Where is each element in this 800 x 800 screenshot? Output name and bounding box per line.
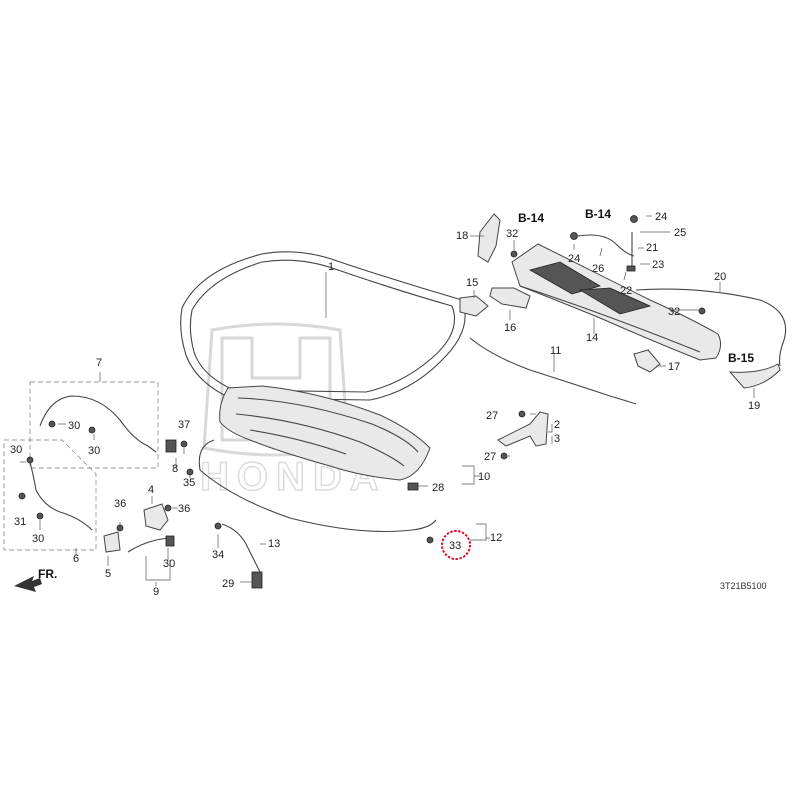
front-hood-seal xyxy=(198,439,437,533)
label-25: 25 xyxy=(674,227,686,239)
label-32a: 32 xyxy=(506,228,518,240)
switch-9 xyxy=(165,535,175,547)
label-3: 3 xyxy=(554,433,560,445)
label-26: 26 xyxy=(592,263,604,275)
label-16: 16 xyxy=(504,322,516,334)
group-7-frame xyxy=(29,381,159,469)
label-35: 35 xyxy=(183,477,195,489)
group-6-frame xyxy=(3,439,97,551)
label-19: 19 xyxy=(748,400,760,412)
label-13: 13 xyxy=(268,538,280,550)
clip-32a xyxy=(510,250,518,258)
label-29: 29 xyxy=(222,578,234,590)
bracket-8 xyxy=(165,439,177,453)
holder-29 xyxy=(251,571,263,589)
label-6: 6 xyxy=(73,553,79,565)
cowl-side-cover xyxy=(477,213,501,263)
joint-22 xyxy=(626,265,636,272)
label-7: 7 xyxy=(96,357,102,369)
part-labels: 1 2 3 4 5 6 7 8 9 10 11 12 13 14 15 16 1… xyxy=(10,211,760,598)
trim-16 xyxy=(489,287,531,309)
ref-b14-right: B-14 xyxy=(585,207,611,221)
label-24a: 24 xyxy=(568,253,580,265)
bolt-27a xyxy=(518,410,526,418)
label-30d: 30 xyxy=(32,533,44,545)
label-34: 34 xyxy=(212,549,224,561)
ref-b15: B-15 xyxy=(728,351,754,365)
hood-lock-4 xyxy=(143,503,169,531)
label-2: 2 xyxy=(554,419,560,431)
cover-17 xyxy=(633,349,661,373)
nozzle-24a xyxy=(570,232,578,240)
hood-panel xyxy=(180,251,466,401)
support-rod-13 xyxy=(221,523,261,573)
label-27a: 27 xyxy=(486,410,498,422)
label-17: 17 xyxy=(668,361,680,373)
label-24b: 24 xyxy=(655,211,667,223)
hood-insulator xyxy=(219,385,431,481)
clip-30c xyxy=(26,456,34,464)
label-14: 14 xyxy=(586,332,598,344)
clip-30a xyxy=(48,420,56,428)
label-30b: 30 xyxy=(88,445,100,457)
label-10: 10 xyxy=(478,471,490,483)
clip-28 xyxy=(407,482,419,491)
highlight-circle xyxy=(441,530,471,560)
direction-label: FR. xyxy=(38,567,57,581)
bolt-36a xyxy=(164,504,172,512)
label-8: 8 xyxy=(172,463,178,475)
nozzle-24b xyxy=(630,215,638,223)
clip-33 xyxy=(426,536,434,544)
label-31: 31 xyxy=(14,516,26,528)
label-30c: 30 xyxy=(10,444,22,456)
diagram-code: 3T21B5100 xyxy=(720,581,767,591)
hood-hinge xyxy=(497,411,549,447)
label-23: 23 xyxy=(652,259,664,271)
release-cable-7 xyxy=(39,395,157,453)
cowl-top xyxy=(511,243,722,361)
label-30a: 30 xyxy=(68,420,80,432)
label-9: 9 xyxy=(153,586,159,598)
label-18: 18 xyxy=(456,230,468,242)
ref-b14-left: B-14 xyxy=(518,211,544,225)
label-15: 15 xyxy=(466,277,478,289)
bolt-37 xyxy=(180,440,188,448)
label-5: 5 xyxy=(105,568,111,580)
striker-5 xyxy=(103,531,121,553)
clip-34 xyxy=(214,522,222,530)
label-30e: 30 xyxy=(163,558,175,570)
label-22: 22 xyxy=(620,285,632,297)
side-trim-19 xyxy=(728,363,781,389)
label-32b: 32 xyxy=(668,306,680,318)
washer-hose-26 xyxy=(577,234,635,257)
leader-lines xyxy=(20,215,755,586)
label-21: 21 xyxy=(646,242,658,254)
label-36b: 36 xyxy=(178,503,190,515)
release-cable-6 xyxy=(29,461,93,531)
label-12: 12 xyxy=(490,532,502,544)
washer-hose-20 xyxy=(635,288,787,367)
label-27b: 27 xyxy=(484,451,496,463)
label-11: 11 xyxy=(550,345,561,357)
clip-30b xyxy=(88,426,96,434)
clip-32b xyxy=(698,307,706,315)
label-4: 4 xyxy=(148,484,154,496)
label-28: 28 xyxy=(432,482,444,494)
front-direction-arrow: FR. xyxy=(14,567,57,592)
label-20: 20 xyxy=(714,271,726,283)
group-9-bracket xyxy=(145,556,171,581)
label-1: 1 xyxy=(328,261,334,273)
label-37: 37 xyxy=(178,419,190,431)
label-36a: 36 xyxy=(114,498,126,510)
bracket-15 xyxy=(459,295,489,317)
label-33: 33 xyxy=(449,540,461,552)
switch-cable-9 xyxy=(127,537,169,553)
clip-30e xyxy=(36,512,44,520)
rear-hood-seal xyxy=(469,337,637,405)
